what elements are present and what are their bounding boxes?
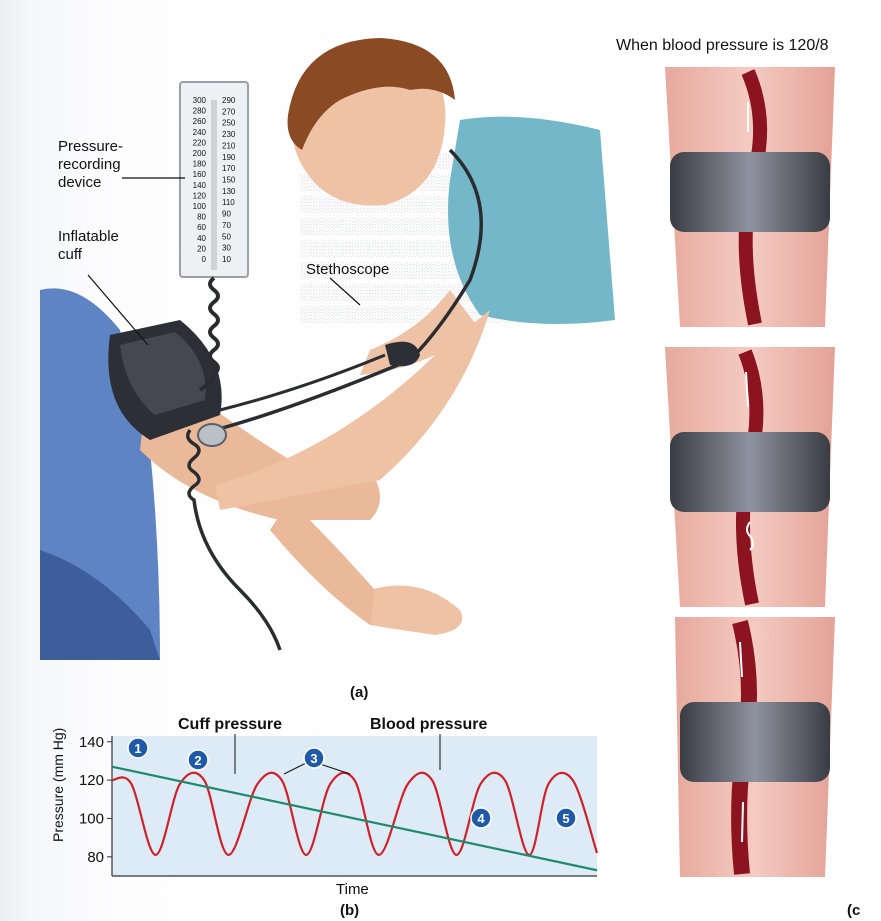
figure-c-heading: When blood pressure is 120/8 (616, 37, 829, 55)
patient-hand (370, 586, 462, 636)
gauge-tick-label: 270 (222, 107, 236, 116)
cuff-pressure-callout: Cuff pressure (178, 716, 282, 734)
gauge-tick-label: 230 (222, 130, 236, 139)
marker-number: 2 (194, 753, 201, 768)
gauge-tick-label: 160 (193, 170, 207, 179)
gauge-tick-label: 120 (193, 191, 207, 200)
pressure-recording-device-label: Pressure- recording device (58, 138, 123, 192)
gauge-tick-label: 80 (197, 213, 206, 222)
y-tick-label: 80 (87, 849, 104, 866)
y-tick-label: 100 (79, 810, 104, 827)
gauge-tick-label: 110 (222, 198, 235, 207)
stethoscope-label: Stethoscope (306, 261, 389, 279)
artery-panel-2 (665, 347, 835, 607)
panel-label-b: (b) (340, 902, 359, 919)
gauge-tick-label: 290 (222, 96, 236, 105)
artery-panel-3 (675, 617, 835, 877)
gauge-tick-label: 30 (222, 244, 231, 253)
gauge-tick-label: 60 (197, 223, 206, 232)
gauge-tick-label: 280 (193, 107, 207, 116)
nurse-shirt (448, 117, 615, 324)
gauge-tick-label: 70 (222, 221, 231, 230)
marker-number: 4 (477, 811, 485, 826)
x-axis-title: Time (336, 881, 369, 898)
y-tick-label: 120 (79, 772, 104, 789)
gauge-tick-label: 50 (222, 232, 231, 241)
gauge-tick-label: 300 (193, 96, 207, 105)
gauge-tick-label: 170 (222, 164, 236, 173)
gauge-tick-label: 220 (193, 138, 207, 147)
artery-panel-1 (665, 67, 835, 327)
panel-label-a: (a) (350, 684, 368, 701)
blood-pressure-callout: Blood pressure (370, 716, 487, 734)
gauge-tick-label: 100 (193, 202, 207, 211)
blood-pressure-illustration: 3002802602402202001801601401201008060402… (40, 30, 620, 690)
gauge-tick-label: 190 (222, 153, 236, 162)
stethoscope-chestpiece (198, 424, 226, 446)
mercury-column (211, 100, 217, 270)
gauge-tick-label: 200 (193, 149, 207, 158)
gauge-tick-label: 250 (222, 119, 236, 128)
gauge-tick-label: 20 (197, 244, 206, 253)
artery-panels (660, 62, 860, 892)
cuff-1 (670, 152, 830, 232)
pressure-chart: 140 120 100 80 1 2 3 4 5 Pressure (mm Hg) Time (40, 712, 610, 912)
gauge-tick-label: 0 (202, 255, 207, 264)
marker-number: 3 (310, 751, 317, 766)
gauge-tick-label: 240 (193, 128, 207, 137)
gauge-tick-label: 210 (222, 141, 236, 150)
marker-number: 5 (562, 811, 569, 826)
cuff-2 (670, 432, 830, 512)
y-tick-label: 140 (79, 734, 104, 751)
marker-number: 1 (134, 741, 141, 756)
gauge-tick-label: 140 (193, 181, 207, 190)
gauge-tick-label: 90 (222, 210, 231, 219)
gauge-tick-label: 180 (193, 160, 207, 169)
gauge-tick-label: 40 (197, 234, 206, 243)
inflatable-cuff-label: Inflatable cuff (58, 228, 119, 264)
panel-label-c: (c (847, 902, 860, 919)
gauge-tick-label: 10 (222, 255, 231, 264)
gauge-tick-label: 130 (222, 187, 236, 196)
y-ticks: 140 120 100 80 (79, 734, 112, 866)
gauge-tick-label: 260 (193, 117, 207, 126)
gauge-tick-label: 150 (222, 176, 236, 185)
cuff-3 (680, 702, 830, 782)
y-axis-title: Pressure (mm Hg) (50, 728, 66, 842)
leader-stethoscope (330, 278, 360, 305)
